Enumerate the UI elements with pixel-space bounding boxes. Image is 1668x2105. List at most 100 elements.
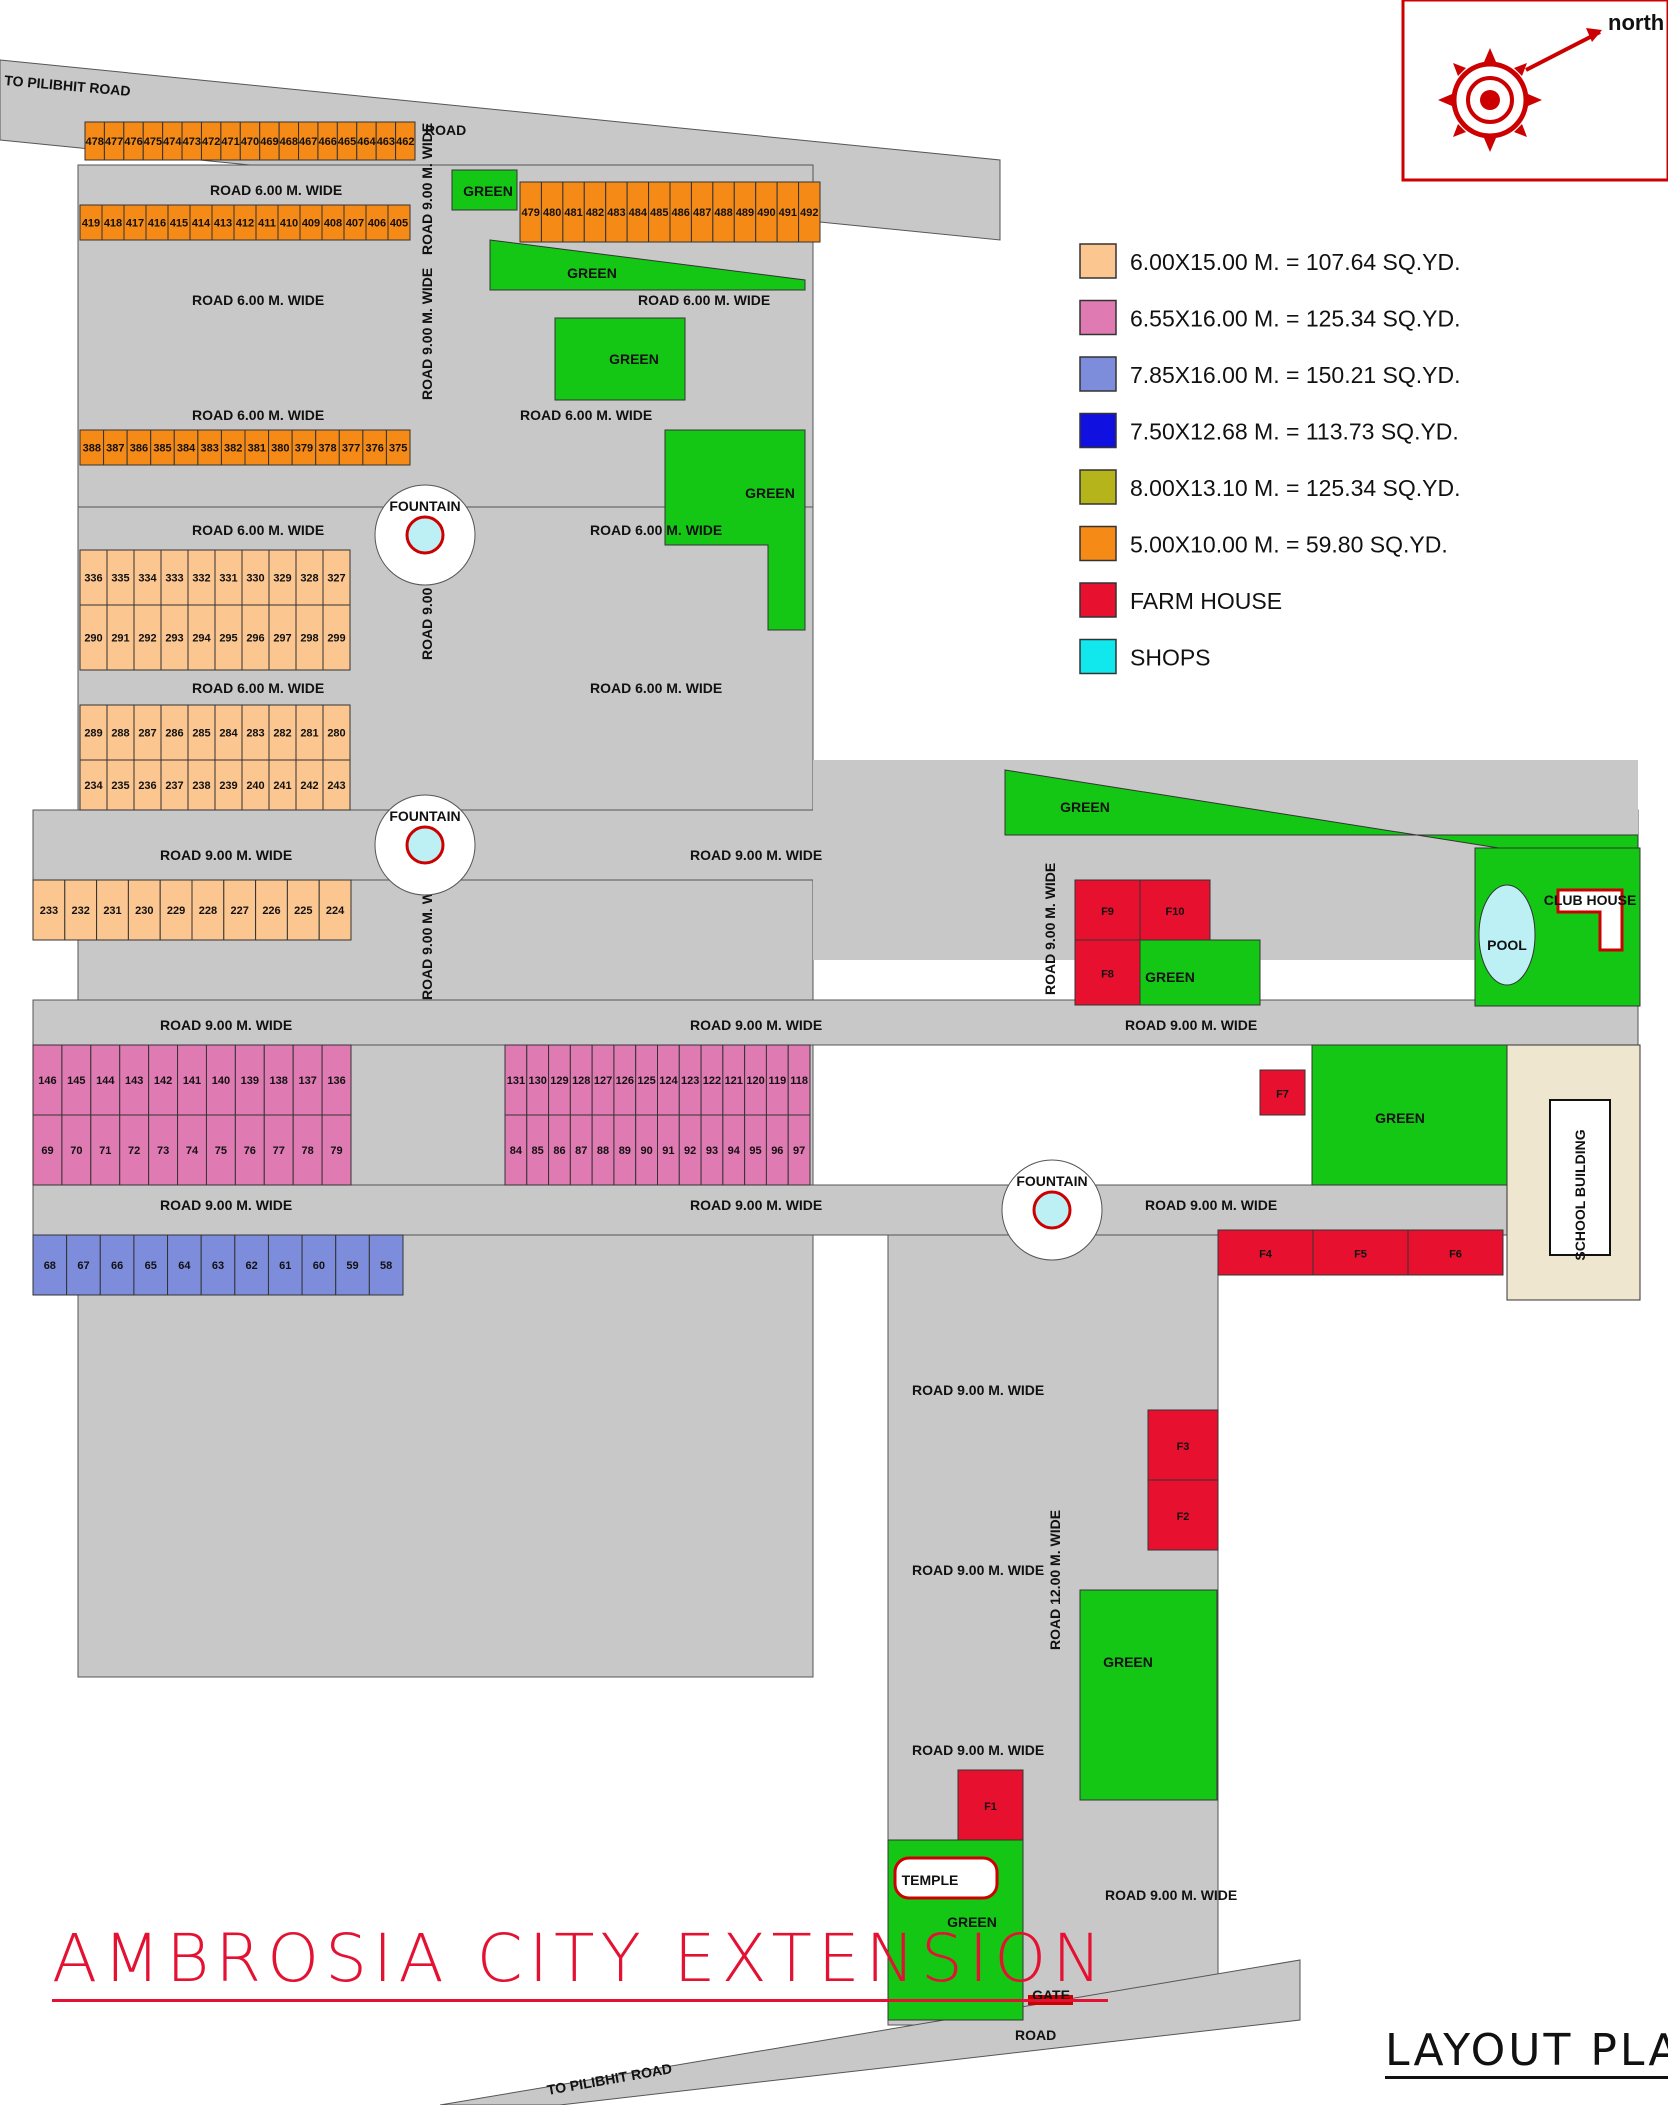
compass-box: north — [1401, 0, 1668, 182]
green-label-8: GREEN — [1103, 1654, 1153, 1670]
plot-number: 129 — [550, 1075, 568, 1087]
plot-number: 474 — [163, 136, 182, 148]
fountain-label: FOUNTAIN — [389, 808, 460, 824]
plot-number: 227 — [231, 905, 249, 917]
green-mid-1 — [554, 317, 686, 401]
plot-225 — [286, 879, 320, 941]
farm-house-label: F8 — [1101, 969, 1114, 981]
plot-number: 74 — [186, 1145, 199, 1157]
plot-71 — [90, 1114, 121, 1186]
farm-house-F1 — [957, 1769, 1024, 1841]
plot-number: 118 — [790, 1075, 808, 1087]
plot-number: 69 — [41, 1145, 53, 1157]
legend-swatch — [1079, 299, 1117, 336]
legend-swatch — [1079, 582, 1117, 618]
top-road-label: ROAD — [425, 122, 466, 138]
plot-number: 78 — [302, 1145, 314, 1157]
green-f8 — [1139, 939, 1261, 1006]
club-house-label: CLUB HOUSE — [1544, 892, 1637, 908]
plot-number: 407 — [346, 218, 364, 230]
plot-number: 68 — [44, 1260, 56, 1272]
plot-number: 123 — [681, 1075, 699, 1087]
plot-number: 225 — [294, 905, 312, 917]
plot-number: 145 — [67, 1075, 85, 1087]
green-east-1 — [664, 429, 806, 631]
plot-number: 240 — [246, 780, 264, 792]
plot-number: 379 — [295, 443, 313, 455]
plot-number: 381 — [248, 443, 266, 455]
plot-239 — [214, 759, 243, 811]
green-areas — [451, 169, 1641, 2021]
road-9-label-9: ROAD 9.00 M. WIDE — [912, 1382, 1044, 1398]
plot-number: 327 — [327, 573, 345, 585]
fountain-icon — [1032, 1190, 1072, 1230]
plot-number: 89 — [619, 1145, 631, 1157]
plot-74 — [177, 1114, 207, 1186]
plot-number: 472 — [202, 136, 220, 148]
plot-number: 291 — [111, 633, 129, 645]
plot-236 — [133, 759, 162, 811]
plot-number: 231 — [103, 905, 121, 917]
plot-number: 239 — [219, 780, 237, 792]
plot-289 — [79, 704, 108, 761]
plot-number: 90 — [640, 1145, 652, 1157]
plot-number: 413 — [214, 218, 232, 230]
green-right-big — [1311, 1044, 1508, 1186]
farm-house-F10 — [1139, 879, 1211, 941]
road-9-label-11: ROAD 9.00 M. WIDE — [912, 1742, 1044, 1758]
plot-number: 130 — [528, 1075, 546, 1087]
legend-label: 6.55X16.00 M. = 125.34 SQ.YD. — [1130, 306, 1461, 332]
green-label-3: GREEN — [609, 351, 659, 367]
plot-405 — [387, 204, 411, 241]
legend-label: 8.00X13.10 M. = 125.34 SQ.YD. — [1130, 475, 1461, 501]
plot-number: 409 — [302, 218, 320, 230]
plot-332 — [187, 549, 216, 606]
plot-number: 298 — [300, 633, 318, 645]
plot-64 — [167, 1234, 202, 1296]
plot-66 — [99, 1234, 135, 1296]
plot-number: 469 — [260, 136, 278, 148]
plot-number: 489 — [736, 207, 754, 219]
plot-number: 488 — [714, 207, 732, 219]
plot-285 — [187, 704, 216, 761]
plot-number: 470 — [241, 136, 259, 148]
plot-number: 484 — [629, 207, 648, 219]
plot-328 — [295, 549, 324, 606]
plot-number: 237 — [165, 780, 183, 792]
page-title: AMBROSIA CITY EXTENSION — [52, 1920, 1108, 2002]
road-9-label-5: ROAD 9.00 M. WIDE — [1125, 1017, 1257, 1033]
plot-number: 406 — [368, 218, 386, 230]
plot-number: 464 — [357, 136, 376, 148]
plot-229 — [159, 879, 193, 941]
layout-plan-label: LAYOUT PLAN — [1385, 2025, 1668, 2079]
plot-number: 297 — [273, 633, 291, 645]
plot-number: 388 — [83, 443, 101, 455]
plot-number: 476 — [124, 136, 142, 148]
plot-number: 120 — [746, 1075, 764, 1087]
plot-number: 77 — [273, 1145, 285, 1157]
plot-number: 335 — [111, 573, 129, 585]
legend-swatch — [1079, 356, 1117, 392]
plot-number: 119 — [768, 1075, 786, 1087]
plot-number: 76 — [244, 1145, 256, 1157]
fountain-label: FOUNTAIN — [389, 498, 460, 514]
plot-68 — [32, 1234, 68, 1296]
plot-number: 463 — [377, 136, 395, 148]
bottom-road-label: ROAD — [1015, 2027, 1056, 2043]
plot-230 — [127, 879, 161, 941]
fountain-icon — [405, 515, 445, 555]
plot-139 — [234, 1044, 265, 1116]
plot-137 — [292, 1044, 323, 1116]
plot-number: 63 — [212, 1260, 224, 1272]
plot-number: 292 — [138, 633, 156, 645]
farm-house-label: F6 — [1449, 1249, 1462, 1261]
plot-number: 92 — [684, 1145, 696, 1157]
plot-241 — [268, 759, 297, 811]
green-label-2: GREEN — [567, 265, 617, 281]
zone-labels: GREEN GREEN GREEN GREEN GREEN GREEN GREE… — [463, 183, 1425, 1930]
plot-60 — [301, 1234, 337, 1296]
plot-number: 242 — [300, 780, 318, 792]
farm-house-F6 — [1407, 1229, 1504, 1276]
legend-label: SHOPS — [1130, 645, 1211, 671]
